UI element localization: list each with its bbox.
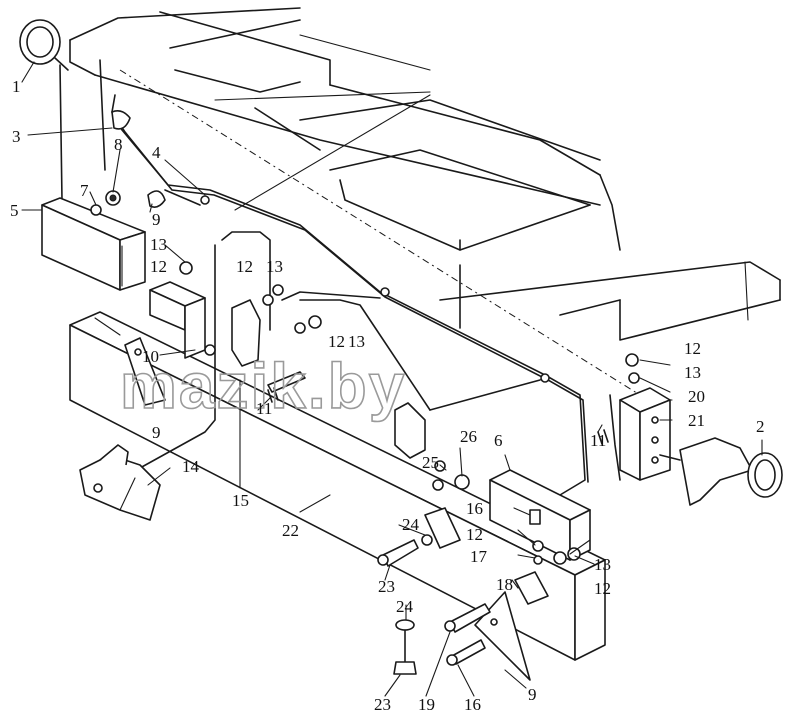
nuts-middle [294,315,322,334]
plate-lamp [394,402,426,459]
callout-13-b: 13 [266,257,283,276]
callout-21: 21 [688,411,705,430]
callout-20: 20 [688,387,705,406]
callout-24-a: 24 [402,515,420,534]
callout-2: 2 [756,417,765,436]
callout-9-a: 9 [152,210,161,229]
callout-9-c: 9 [528,685,537,704]
callout-13-a: 13 [150,235,167,254]
plate-and-bolt [377,507,461,567]
callout-13-c: 13 [348,332,365,351]
springs [267,387,609,445]
callout-1: 1 [12,77,21,96]
callout-19: 19 [418,695,435,714]
callout-22: 22 [282,521,299,540]
callout-8: 8 [114,135,123,154]
callout-10: 10 [142,347,159,366]
callout-13-d: 13 [684,363,701,382]
rear-bumper-beam [69,311,606,661]
callout-24-b: 24 [396,597,414,616]
callout-16-a: 16 [466,499,483,518]
callout-labels: 1 2 3 4 5 6 7 8 9 9 9 10 11 11 12 12 12 … [10,77,765,714]
callout-12-d: 12 [684,339,701,358]
callout-12-e: 12 [466,525,483,544]
callout-5: 5 [10,201,19,220]
mirror-right [659,437,783,506]
callout-9-b: 9 [152,423,161,442]
callout-17: 17 [470,547,488,566]
callout-13-e: 13 [594,555,611,574]
vehicle-body [69,7,781,396]
callout-16-b: 16 [464,695,481,714]
mirror-left [19,19,69,71]
mount-block-right [619,353,671,481]
bolts-bottom [393,603,491,675]
callout-4: 4 [152,143,161,162]
callout-23-a: 23 [378,577,395,596]
rear-lamp-left [41,197,146,291]
callout-25: 25 [422,453,439,472]
callout-15: 15 [232,491,249,510]
callout-7: 7 [80,181,89,200]
callout-11-b: 11 [590,431,606,450]
callout-26: 26 [460,427,477,446]
reflector-left [124,337,166,406]
callout-12-f: 12 [594,579,611,598]
callout-12-a: 12 [150,257,167,276]
callout-14: 14 [182,457,200,476]
center-bracket [231,284,306,393]
wiring-harness [59,64,621,496]
watermark: mazik.by [120,350,406,422]
callout-11-a: 11 [256,399,272,418]
callout-12-c: 12 [328,332,345,351]
callout-18: 18 [496,575,513,594]
bracket-left [149,261,216,359]
callout-3: 3 [12,127,21,146]
side-lamp [79,444,161,521]
callout-23-b: 23 [374,695,391,714]
leader-lines [21,61,763,697]
reflector-right [474,571,549,681]
callout-6: 6 [494,431,503,450]
callout-12-b: 12 [236,257,253,276]
grommet [111,94,131,130]
